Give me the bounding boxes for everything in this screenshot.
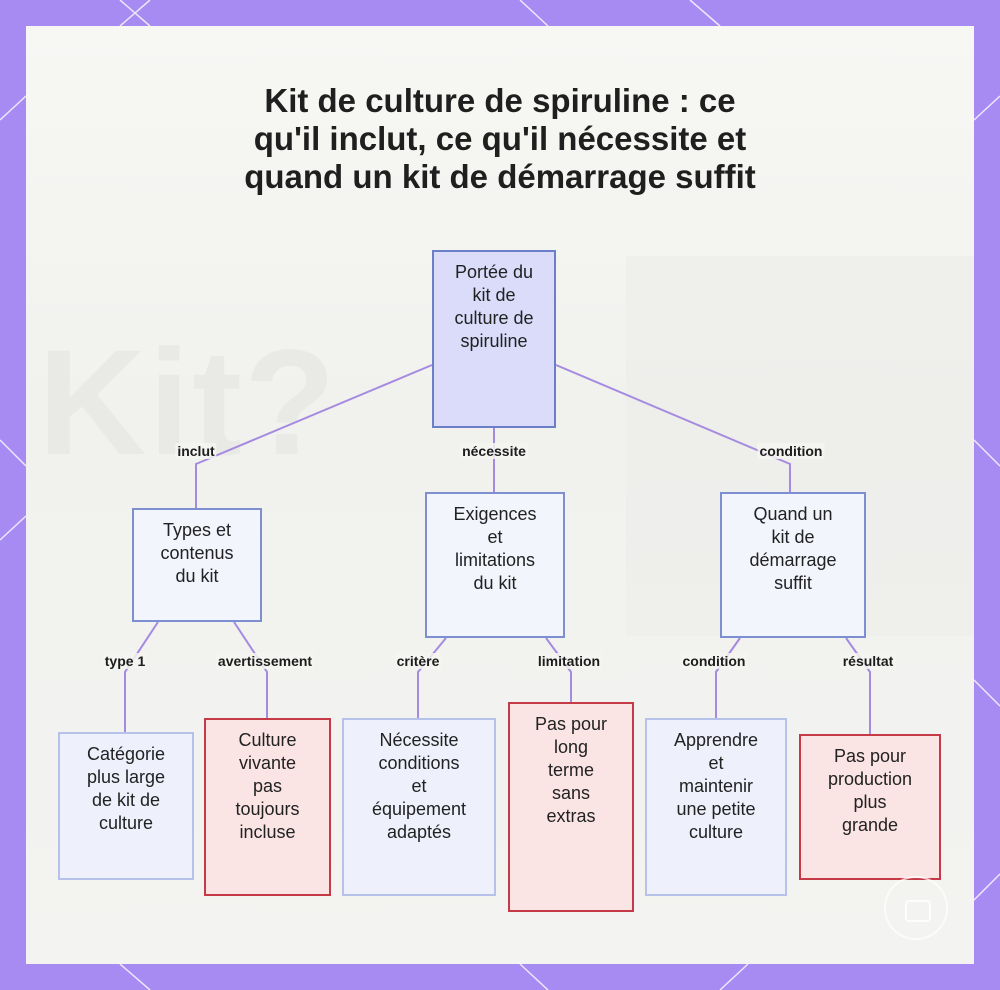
node-text: conditions: [378, 753, 460, 773]
edge-label-inclut: inclut: [175, 443, 217, 459]
node-culture-vivante: Culture vivante pas toujours incluse: [204, 718, 331, 896]
edge-label-type1: type 1: [102, 653, 148, 669]
node-categorie: Catégorie plus large de kit de culture: [58, 732, 194, 880]
camera-icon: [884, 876, 948, 940]
node-text: adaptés: [386, 822, 452, 842]
node-text: équipement: [371, 799, 467, 819]
edge-label-resultat: résultat: [840, 653, 896, 669]
edge-limitation: [545, 637, 572, 702]
title-line: Kit de culture de spiruline : ce: [264, 82, 736, 119]
node-text: pas: [252, 776, 282, 796]
node-text: production: [827, 769, 913, 789]
node-text: Nécessite: [379, 730, 459, 750]
node-text: grande: [841, 815, 899, 835]
node-root: Portée du kit de culture de spiruline: [432, 250, 556, 428]
node-quand: Quand un kit de démarrage suffit: [720, 492, 866, 638]
node-text: terme: [547, 760, 594, 780]
node-text: long: [553, 737, 588, 757]
edge-label-critere: critère: [394, 653, 442, 669]
node-text: limitations: [454, 550, 536, 570]
node-text: démarrage: [749, 550, 837, 570]
node-text: culture: [688, 822, 744, 842]
edge-type1: [124, 621, 159, 732]
node-text: du kit: [175, 566, 219, 586]
node-text: extras: [546, 806, 596, 826]
node-text: Pas pour: [534, 714, 608, 734]
edge-resultat: [845, 637, 871, 734]
node-text: plus: [853, 792, 887, 812]
edge-label-necessite: nécessite: [460, 443, 528, 459]
node-text: kit de: [472, 285, 516, 305]
node-text: incluse: [239, 822, 296, 842]
node-text: et: [487, 527, 503, 547]
node-text: plus large: [86, 767, 166, 787]
node-exigences: Exigences et limitations du kit: [425, 492, 565, 638]
node-text: Culture: [238, 730, 297, 750]
node-text: sans: [551, 783, 590, 803]
edge-avertissement: [233, 621, 268, 718]
node-text: vivante: [238, 753, 297, 773]
node-text: une petite: [676, 799, 756, 819]
edge-label-avertissement: avertissement: [215, 653, 315, 669]
node-text: contenus: [160, 543, 234, 563]
node-text: toujours: [235, 799, 300, 819]
node-types: Types et contenus du kit: [132, 508, 262, 622]
edge-condition-bottom: [715, 637, 741, 718]
node-text: spiruline: [460, 331, 528, 351]
edge-condition: [555, 364, 791, 492]
node-text: maintenir: [678, 776, 754, 796]
edge-critere: [417, 637, 447, 718]
node-text: et: [708, 753, 724, 773]
edge-label-condition-bottom: condition: [680, 653, 748, 669]
node-text: Apprendre: [673, 730, 759, 750]
edge-label-condition: condition: [757, 443, 825, 459]
node-text: Pas pour: [833, 746, 907, 766]
node-text: Quand un: [753, 504, 833, 524]
page-title: Kit de culture de spiruline : ce qu'il i…: [26, 82, 974, 196]
node-text: Types et: [162, 520, 232, 540]
node-text: Portée du: [454, 262, 534, 282]
node-text: du kit: [473, 573, 517, 593]
node-apprendre: Apprendre et maintenir une petite cultur…: [645, 718, 787, 896]
node-text: Exigences: [453, 504, 537, 524]
node-pas-long-terme: Pas pour long terme sans extras: [508, 702, 634, 912]
node-text: kit de: [771, 527, 815, 547]
node-text: Catégorie: [86, 744, 166, 764]
diagram-card: Kit? Kit de culture de spiruline : ce qu…: [26, 26, 974, 964]
title-line: qu'il inclut, ce qu'il nécessite et: [253, 120, 747, 157]
node-text: culture: [98, 813, 153, 833]
node-text: de kit de: [91, 790, 161, 810]
node-text: suffit: [774, 573, 812, 593]
node-text: et: [411, 776, 427, 796]
node-text: culture de: [454, 308, 534, 328]
node-pas-production: Pas pour production plus grande: [799, 734, 941, 880]
edge-inclut: [195, 364, 433, 508]
node-necessite: Nécessite conditions et équipement adapt…: [342, 718, 496, 896]
edge-label-limitation: limitation: [535, 653, 603, 669]
title-line: quand un kit de démarrage suffit: [244, 158, 756, 195]
